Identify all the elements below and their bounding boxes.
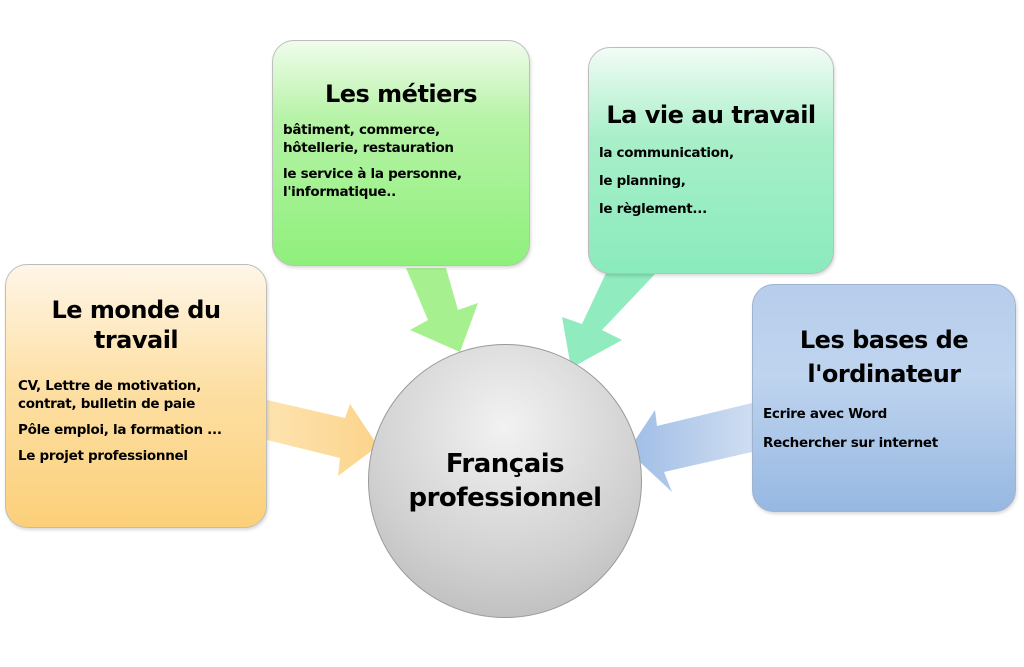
list-item: contrat, bulletin de paie bbox=[18, 396, 196, 412]
list-item: Ecrire avec Word bbox=[763, 406, 887, 422]
list-item: CV, Lettre de motivation, bbox=[18, 378, 202, 394]
box-title: La vie au travail bbox=[606, 101, 816, 129]
list-item: le règlement... bbox=[599, 201, 707, 217]
list-item: bâtiment, commerce, bbox=[283, 122, 440, 138]
box-title: Les bases de l'ordinateur bbox=[753, 323, 1015, 391]
box-les-metiers: Les métiers bâtiment, commerce, hôteller… bbox=[272, 40, 530, 266]
box-les-bases-de-l-ordinateur: Les bases de l'ordinateur Ecrire avec Wor… bbox=[752, 284, 1016, 512]
list-item: Le projet professionnel bbox=[18, 448, 188, 464]
list-item: le service à la personne, bbox=[283, 166, 462, 182]
box-la-vie-au-travail: La vie au travail la communication, le p… bbox=[588, 47, 834, 274]
center-title: Français professionnel bbox=[408, 447, 602, 515]
arrow-vie bbox=[562, 273, 656, 368]
list-item: le planning, bbox=[599, 173, 686, 189]
title-line: l'ordinateur bbox=[807, 360, 961, 388]
title-line: Français bbox=[445, 449, 565, 479]
box-title: Les métiers bbox=[324, 80, 478, 108]
list-item: Pôle emploi, la formation ... bbox=[18, 422, 222, 438]
arrow-metiers bbox=[406, 268, 478, 352]
arrow-bases bbox=[628, 403, 752, 492]
list-item: Rechercher sur internet bbox=[763, 435, 938, 451]
title-line: travail bbox=[93, 326, 179, 354]
arrow-monde bbox=[267, 400, 378, 476]
center-circle-francais-professionnel: Français professionnel bbox=[368, 344, 642, 618]
list-item: hôtellerie, restauration bbox=[283, 140, 454, 156]
title-line: professionnel bbox=[408, 483, 602, 513]
list-item: la communication, bbox=[599, 145, 734, 161]
title-line: Les bases de bbox=[799, 326, 969, 354]
title-line: Le monde du bbox=[51, 296, 221, 324]
list-item: l'informatique.. bbox=[283, 184, 396, 200]
